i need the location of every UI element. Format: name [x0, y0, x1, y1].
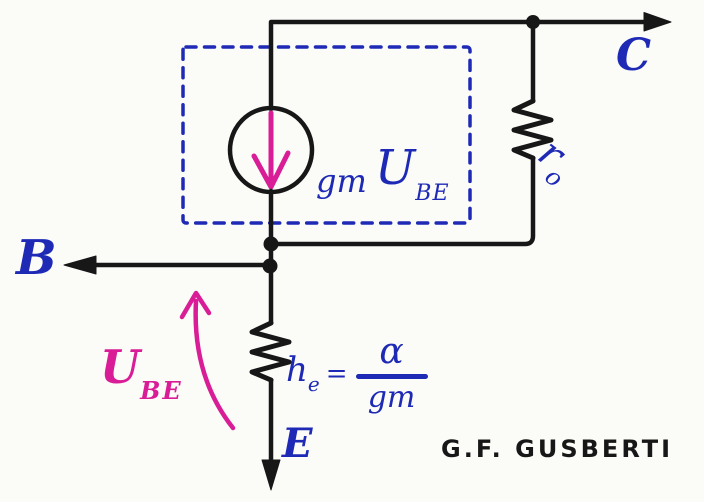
ube-variable-subscript: BE [415, 181, 450, 206]
fraction-bar [355, 374, 428, 379]
ube-arrowhead-icon [179, 290, 212, 320]
fraction-denominator-gm: gm [367, 380, 416, 415]
controlled-source-label: gm U BE [316, 144, 450, 205]
emitter-resistor-formula: he = α gm [286, 334, 428, 413]
gm-coefficient: gm [316, 162, 367, 200]
base-terminal-label: B [16, 230, 57, 286]
author-signature: G.F. GUSBERTI [441, 435, 674, 463]
he-subscript: e [307, 372, 320, 396]
collector-wire [268, 19, 649, 112]
he-symbol-group: he [286, 353, 320, 394]
alpha-over-gm-fraction: α gm [355, 331, 428, 415]
ro-resistor-zigzag [511, 98, 554, 161]
equals-sign: = [325, 358, 348, 389]
emitter-arrowhead-icon [261, 459, 281, 491]
collector-terminal-label: C [616, 30, 652, 81]
ro-lower-wire [269, 155, 536, 247]
ube-voltage-label: U BE [100, 344, 183, 403]
ube-voltage-subscript: BE [140, 376, 183, 405]
dashed-source-box [181, 45, 472, 225]
ube-voltage-symbol: U [100, 340, 141, 394]
current-source-arrowhead-icon [251, 150, 291, 190]
he-resistor-zigzag [249, 320, 292, 383]
he-symbol: h [286, 350, 308, 390]
emitter-terminal-label: E [282, 420, 313, 467]
collector-arrowhead-icon [643, 12, 672, 32]
base-arrowhead-icon [63, 255, 97, 275]
fraction-numerator-alpha: α [379, 331, 404, 372]
ube-direction-arrow [193, 298, 236, 431]
ube-variable: U [374, 140, 416, 196]
